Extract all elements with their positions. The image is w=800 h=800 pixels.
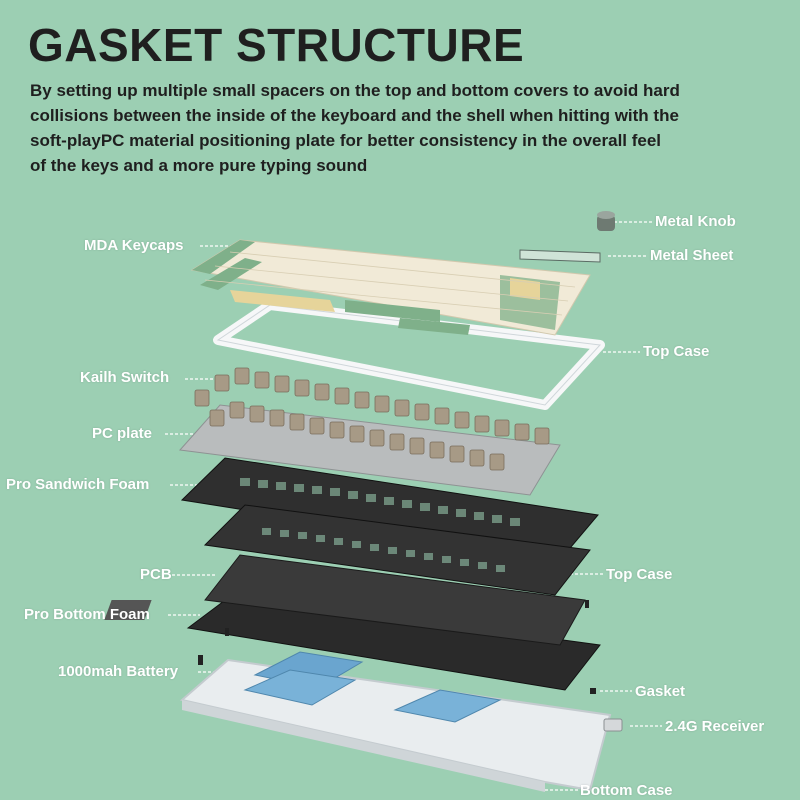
metal-knob-part [597, 211, 615, 231]
label-pc-plate: PC plate [92, 425, 153, 442]
label-mda-keycaps: MDA Keycaps [84, 237, 184, 254]
label-top-case: Top Case [643, 343, 710, 360]
page-title: GASKET STRUCTURE [28, 19, 525, 71]
label-receiver: 2.4G Receiver [665, 718, 765, 735]
label-top-case-lower: Top Case [606, 566, 673, 583]
receiver-part [603, 718, 623, 732]
pro-bottom-foam-layer [186, 594, 601, 691]
label-gasket: Gasket [635, 683, 686, 700]
keycap-grid-lines [204, 251, 576, 316]
top-case-frame [213, 300, 605, 410]
label-kailh-switch: Kailh Switch [80, 369, 170, 386]
pc-plate-layer [178, 404, 561, 496]
label-pro-sandwich-foam: Pro Sandwich Foam [6, 476, 150, 493]
label-metal-sheet: Metal Sheet [650, 247, 734, 264]
mda-keycaps-layer [190, 239, 591, 336]
label-pcb: PCB [140, 566, 172, 583]
label-pro-bottom-foam: Pro Bottom Foam [24, 606, 150, 623]
description-text: By setting up multiple small spacers on … [30, 81, 680, 175]
leader-lines [165, 221, 662, 791]
gasket-pieces [198, 600, 596, 694]
label-bottom-case: Bottom Case [580, 782, 673, 799]
metal-sheet-part [519, 249, 601, 263]
battery-packs [243, 651, 502, 723]
kailh-switch-layer [194, 367, 550, 471]
label-battery: 1000mah Battery [58, 663, 179, 680]
foam-cutouts [240, 478, 520, 572]
label-metal-knob: Metal Knob [655, 213, 736, 230]
